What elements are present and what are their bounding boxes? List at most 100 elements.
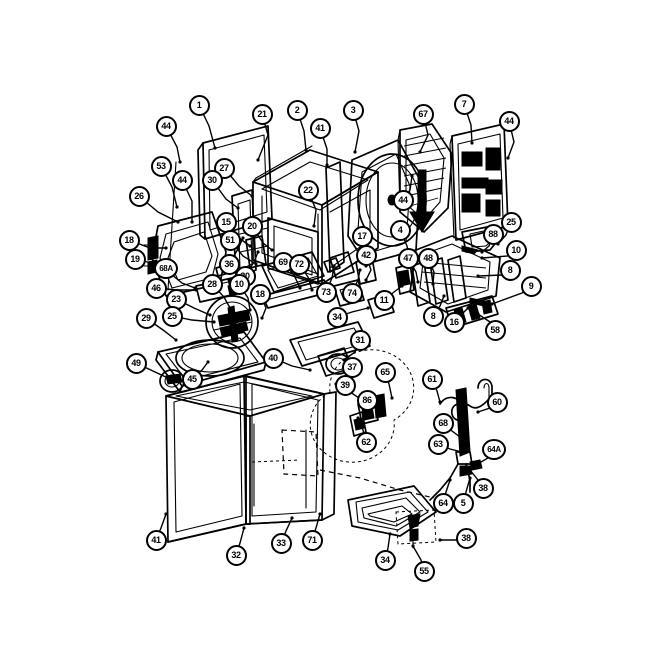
callout-68A[interactable]: 68A: [154, 258, 178, 279]
callout-74[interactable]: 74: [341, 282, 363, 304]
leader-tip-32: [242, 526, 246, 530]
callout-1[interactable]: 1: [188, 94, 210, 116]
callout-4[interactable]: 4: [389, 219, 411, 241]
callout-17[interactable]: 17: [351, 225, 373, 247]
callout-71[interactable]: 71: [301, 529, 323, 551]
leader-tip-8: [442, 294, 446, 298]
callout-32[interactable]: 32: [225, 544, 247, 566]
callout-73[interactable]: 73: [315, 281, 337, 303]
callout-67[interactable]: 67: [412, 103, 434, 125]
callout-10[interactable]: 10: [228, 273, 250, 295]
callout-41[interactable]: 41: [145, 529, 167, 551]
callout-55[interactable]: 55: [413, 560, 435, 582]
leader-tip-49: [166, 376, 170, 380]
callout-47[interactable]: 47: [397, 247, 419, 269]
callout-33[interactable]: 33: [270, 532, 292, 554]
callout-10[interactable]: 10: [505, 239, 527, 261]
leader-tip-9: [490, 302, 494, 306]
leader-tip-8: [476, 274, 480, 278]
callout-22[interactable]: 22: [297, 179, 319, 201]
callout-15[interactable]: 15: [215, 211, 237, 233]
callout-58[interactable]: 58: [484, 319, 506, 341]
leader-tip-74: [358, 268, 362, 272]
callout-20[interactable]: 20: [241, 215, 263, 237]
callout-61[interactable]: 61: [421, 368, 443, 390]
callout-28[interactable]: 28: [201, 273, 223, 295]
part-cabinet-shell: [165, 375, 337, 543]
callout-8[interactable]: 8: [499, 259, 521, 281]
callout-7[interactable]: 7: [453, 93, 475, 115]
callout-64A[interactable]: 64A: [482, 439, 506, 460]
callout-53[interactable]: 53: [150, 155, 172, 177]
callout-68[interactable]: 68: [432, 412, 454, 434]
leader-tip-38: [438, 538, 442, 542]
callout-72[interactable]: 72: [288, 253, 310, 275]
leader-tip-68: [458, 435, 462, 439]
callout-44[interactable]: 44: [498, 110, 520, 132]
callout-30[interactable]: 30: [201, 169, 223, 191]
callout-38[interactable]: 38: [472, 477, 494, 499]
leader-tip-1: [213, 146, 217, 150]
callout-11[interactable]: 11: [373, 289, 395, 311]
callout-26[interactable]: 26: [128, 185, 150, 207]
callout-2[interactable]: 2: [286, 99, 308, 121]
leader-tip-44: [178, 160, 182, 164]
callout-41[interactable]: 41: [309, 117, 331, 139]
callout-5[interactable]: 5: [452, 492, 474, 514]
callout-9[interactable]: 9: [520, 275, 542, 297]
callout-62[interactable]: 62: [355, 431, 377, 453]
leader-tip-38: [468, 468, 472, 472]
callout-45[interactable]: 45: [181, 368, 203, 390]
callout-48[interactable]: 48: [417, 247, 439, 269]
leader-tip-45: [206, 360, 210, 364]
leader-tip-11: [400, 284, 404, 288]
leader-tip-86: [380, 410, 384, 414]
leader-tip-44: [410, 174, 414, 178]
callout-16[interactable]: 16: [443, 311, 465, 333]
callout-51[interactable]: 51: [219, 229, 241, 251]
callout-86[interactable]: 86: [356, 389, 378, 411]
callout-88[interactable]: 88: [482, 223, 504, 245]
leader-tip-18: [260, 316, 264, 320]
leader-tip-69: [298, 286, 302, 290]
leader-tip-34: [388, 532, 392, 536]
callout-46[interactable]: 46: [145, 277, 167, 299]
leader-tip-25: [212, 320, 216, 324]
callout-34[interactable]: 34: [374, 549, 396, 571]
leader-tip-46: [194, 288, 198, 292]
callout-40[interactable]: 40: [262, 347, 284, 369]
callout-23[interactable]: 23: [165, 288, 187, 310]
callout-31[interactable]: 31: [349, 329, 371, 351]
callout-18[interactable]: 18: [118, 229, 140, 251]
callout-8[interactable]: 8: [422, 305, 444, 327]
callout-19[interactable]: 19: [124, 248, 146, 270]
callout-25[interactable]: 25: [161, 305, 183, 327]
callout-63[interactable]: 63: [427, 433, 449, 455]
callout-18[interactable]: 18: [249, 283, 271, 305]
leader-tip-61: [438, 400, 442, 404]
callout-42[interactable]: 42: [355, 244, 377, 266]
leader-tip-10: [480, 256, 484, 260]
callout-60[interactable]: 60: [486, 391, 508, 413]
leader-tip-28: [228, 306, 232, 310]
callout-3[interactable]: 3: [342, 99, 364, 121]
callout-38[interactable]: 38: [455, 527, 477, 549]
part-base-pan: [347, 485, 437, 549]
callout-44[interactable]: 44: [392, 189, 414, 211]
callout-44[interactable]: 44: [171, 169, 193, 191]
leader-tip-36: [241, 236, 245, 240]
callout-36[interactable]: 36: [218, 253, 240, 275]
callout-34[interactable]: 34: [326, 306, 348, 328]
callout-69[interactable]: 69: [272, 251, 294, 273]
leader-tip-72: [310, 288, 314, 292]
callout-49[interactable]: 49: [125, 352, 147, 374]
callout-37[interactable]: 37: [341, 356, 363, 378]
callout-44[interactable]: 44: [155, 115, 177, 137]
callout-65[interactable]: 65: [374, 361, 396, 383]
callout-29[interactable]: 29: [135, 307, 157, 329]
callout-64[interactable]: 64: [432, 492, 454, 514]
callout-39[interactable]: 39: [334, 374, 356, 396]
callout-25[interactable]: 25: [500, 211, 522, 233]
leader-tip-27: [250, 194, 254, 198]
callout-21[interactable]: 21: [251, 103, 273, 125]
